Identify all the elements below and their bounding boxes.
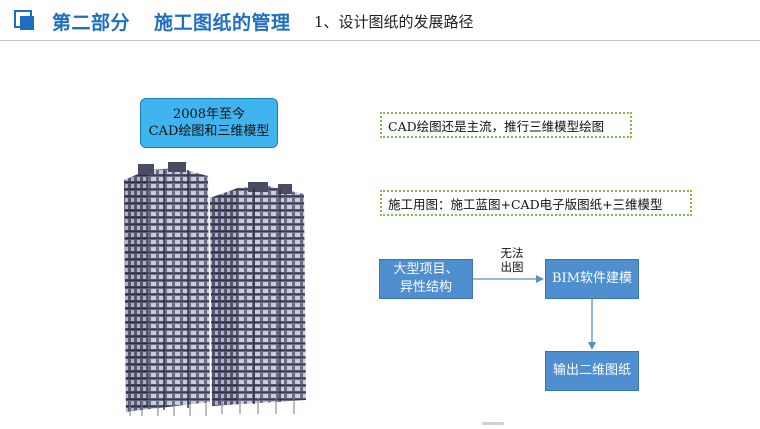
flow-box-b-label: BIM软件建模 <box>552 271 632 286</box>
flow-box-large-projects: 大型项目、 异性结构 <box>379 259 473 299</box>
year-box: 2008年至今 CAD绘图和三维模型 <box>140 98 278 148</box>
scroll-indicator[interactable] <box>482 422 504 425</box>
header: 第二部分 施工图纸的管理 1、设计图纸的发展路径 <box>0 0 760 40</box>
year-box-line1: 2008年至今 <box>172 107 246 122</box>
note-construction-drawings: 施工用图：施工蓝图+CAD电子版图纸+三维模型 <box>380 190 692 216</box>
arrow-label-line2: 出图 <box>500 260 524 274</box>
building-model-icon <box>124 162 306 416</box>
logo-square-icon <box>14 10 34 30</box>
arrow-label-line1: 无法 <box>500 246 524 260</box>
header-divider <box>0 40 760 41</box>
flow-box-bim-modeling: BIM软件建模 <box>545 259 639 299</box>
year-box-line2: CAD绘图和三维模型 <box>148 124 270 139</box>
section-title: 施工图纸的管理 <box>154 12 291 34</box>
flow-box-c-label: 输出二维图纸 <box>552 363 631 378</box>
flow-box-a-line1: 大型项目、 <box>393 262 459 277</box>
flow-box-a-line2: 异性结构 <box>399 280 452 295</box>
note-cad-mainstream: CAD绘图还是主流，推行三维模型绘图 <box>380 112 632 138</box>
flow-box-output-2d: 输出二维图纸 <box>545 351 639 391</box>
arrow-label: 无法 出图 <box>490 246 534 274</box>
section-part: 第二部分 <box>52 12 131 34</box>
section-subtitle: 1、设计图纸的发展路径 <box>314 13 474 31</box>
